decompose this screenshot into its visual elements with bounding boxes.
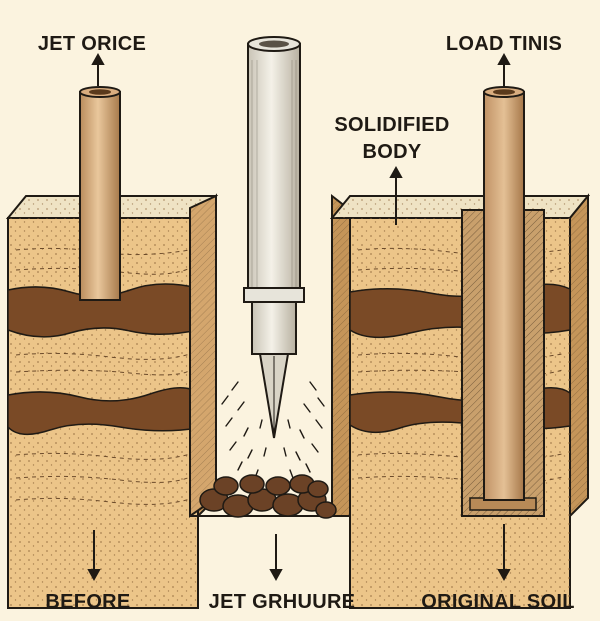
- grout-rocks: [199, 474, 337, 519]
- jet-orice-label: JET ORICE: [38, 33, 146, 55]
- right-soil-block: [329, 193, 591, 609]
- jet-grhuure-label: JET GRHUURE: [209, 591, 356, 613]
- load-tinis-label: LOAD TINIS: [446, 33, 562, 55]
- jet-nozzle-pipe: [243, 36, 305, 439]
- original-soil-label: ORIGINAL SOIL: [421, 591, 575, 613]
- load-tinis-pile: [483, 86, 525, 501]
- jet-spray: [221, 381, 325, 479]
- original-soil-arrow: [497, 569, 511, 582]
- solidified-arrow: [389, 165, 403, 178]
- solidified-label-line2: BODY: [363, 141, 422, 163]
- solidified-label-line1: SOLIDIFIED: [334, 114, 449, 136]
- before-arrow: [87, 569, 101, 582]
- load-tinis-arrow: [497, 52, 511, 65]
- jet-orice-pipe: [79, 86, 121, 301]
- jet-trench: [189, 193, 351, 518]
- label-arrows: [87, 52, 511, 582]
- jet-orice-arrow: [91, 52, 105, 65]
- jet-grhuure-arrow: [269, 569, 283, 582]
- before-label: BEFORE: [45, 591, 130, 613]
